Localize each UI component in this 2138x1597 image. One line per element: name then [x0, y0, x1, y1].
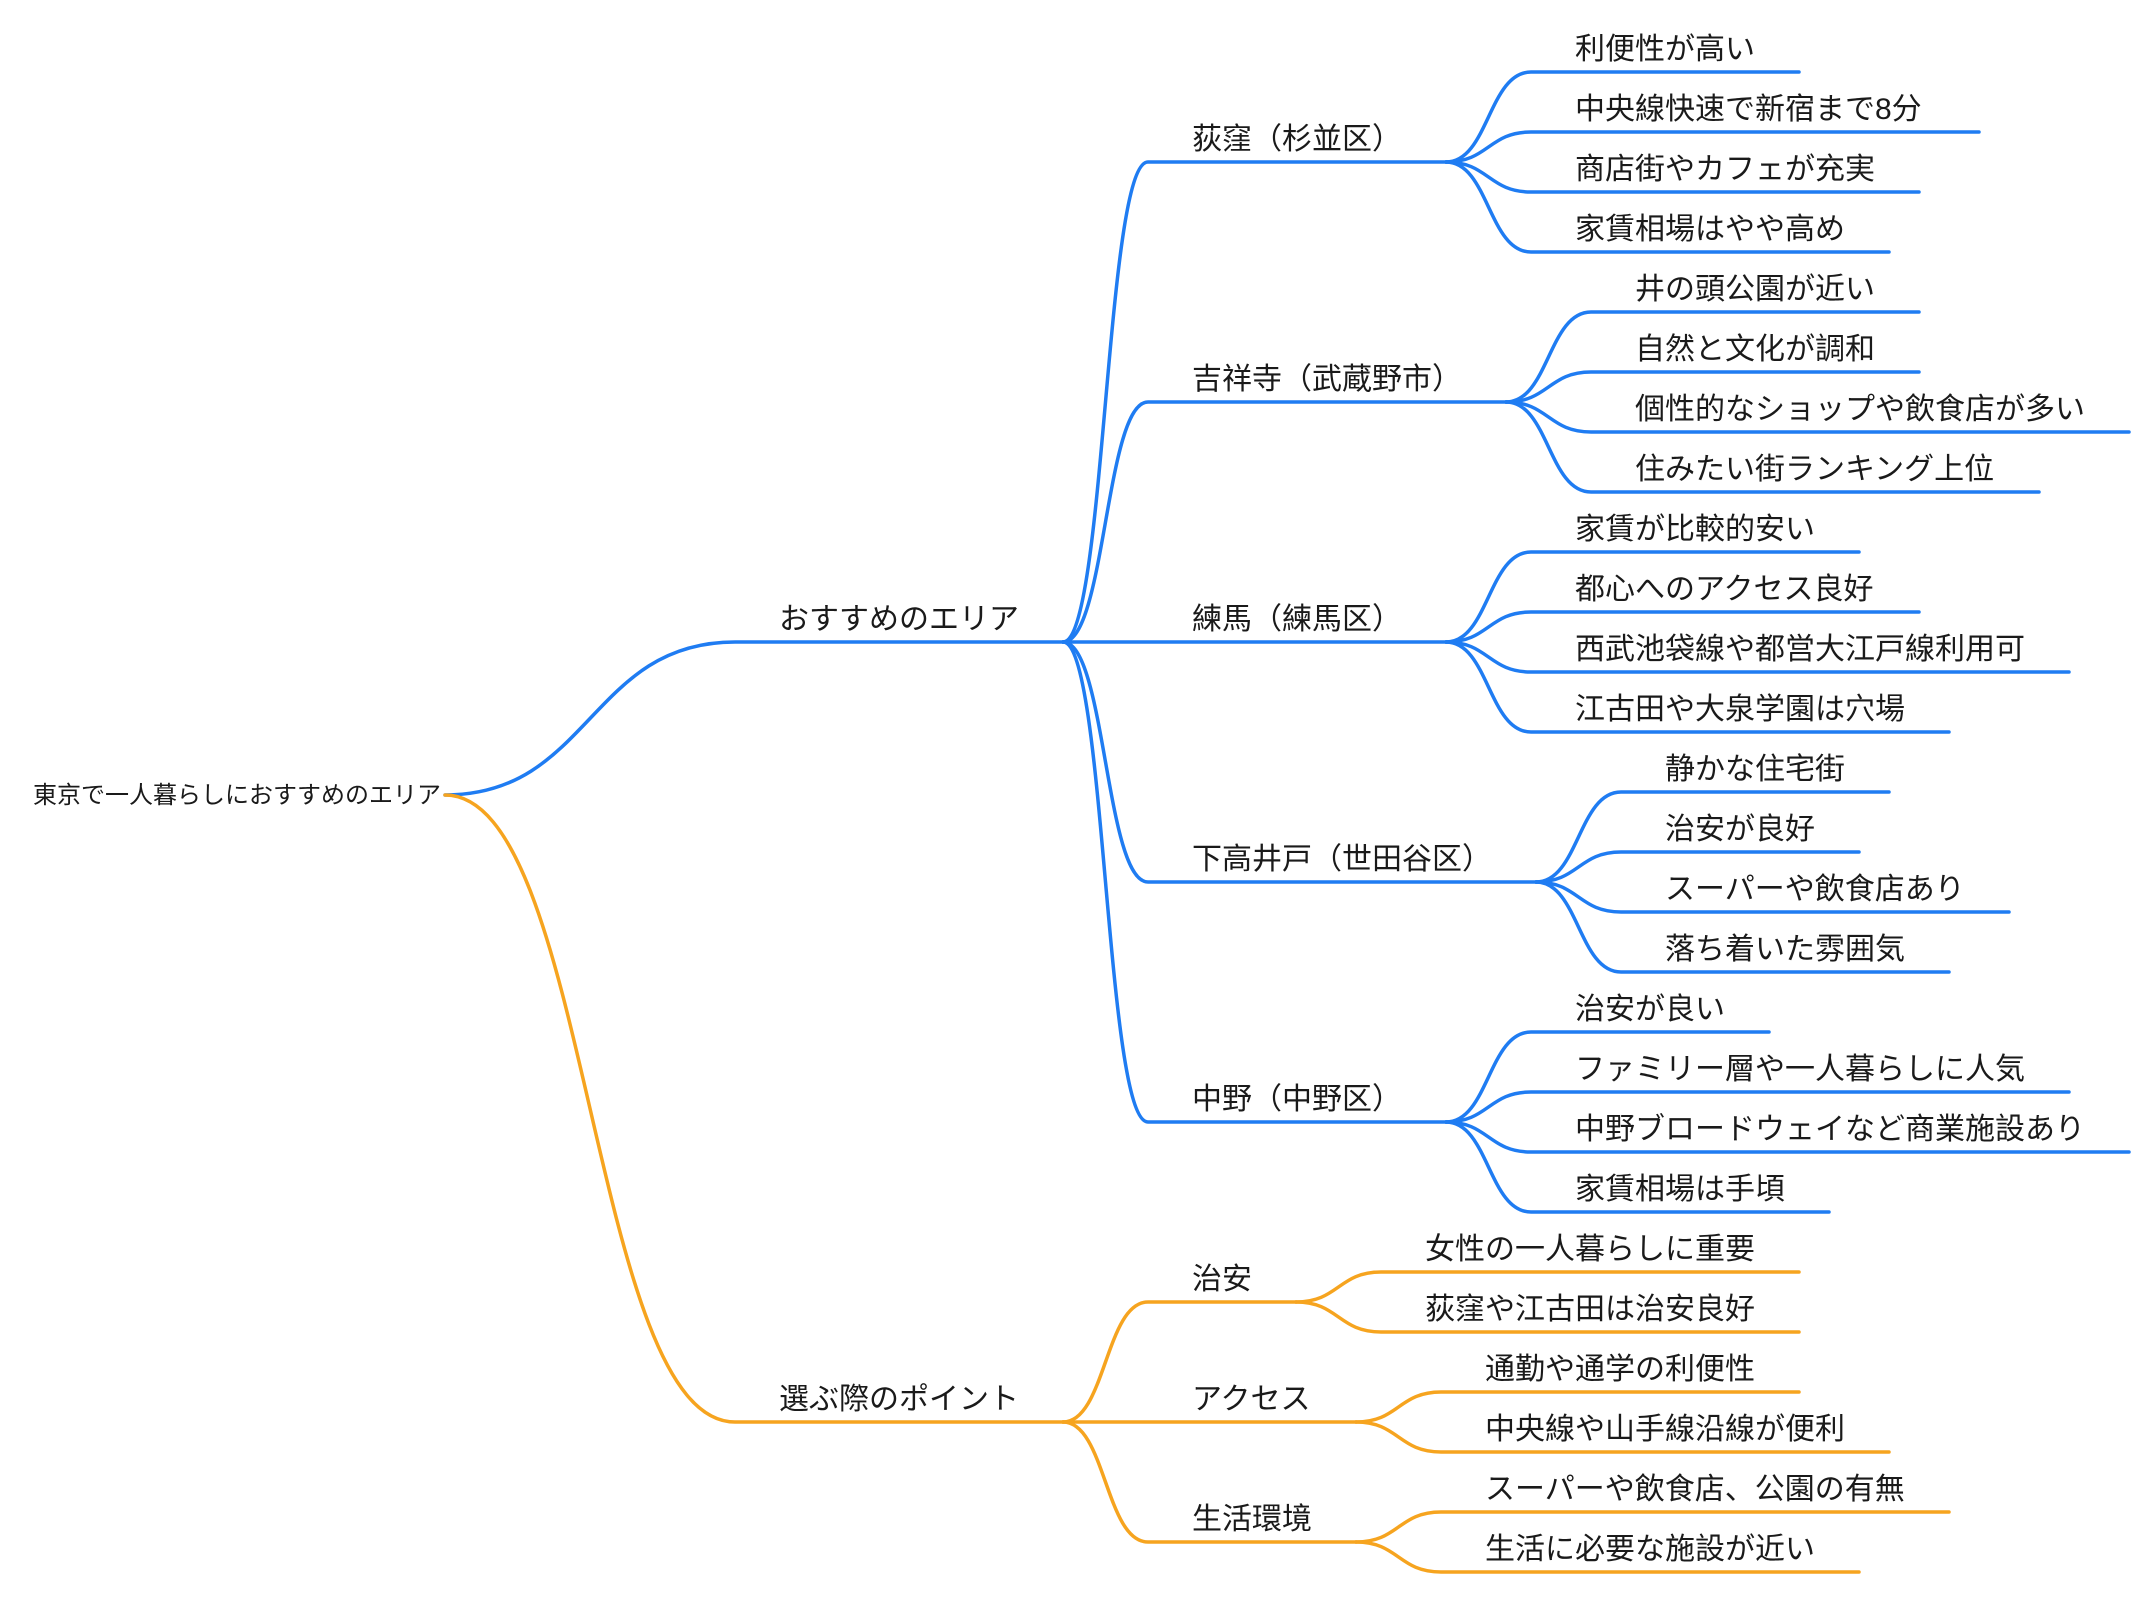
- mindmap-node-label[interactable]: 下高井戸（世田谷区）: [1192, 843, 1492, 876]
- mindmap-link: [1444, 1120, 1831, 1214]
- mindmap-link: [1061, 1420, 1358, 1544]
- mindmap-link: [1061, 160, 1448, 644]
- mindmap-node-label[interactable]: 治安が良好: [1665, 813, 1815, 846]
- mindmap-node-label[interactable]: ファミリー層や一人暮らしに人気: [1575, 1053, 2025, 1086]
- mindmap-node-label[interactable]: 都心へのアクセス良好: [1575, 573, 1874, 606]
- mindmap-node-label[interactable]: 生活環境: [1192, 1503, 1312, 1536]
- mindmap-link: [1534, 850, 1861, 884]
- mindmap-link: [1061, 1300, 1298, 1424]
- mindmap-link: [1504, 370, 1921, 404]
- mindmap-link: [1444, 70, 1801, 164]
- mindmap-link: [1444, 1090, 2071, 1124]
- mindmap-node-label[interactable]: 荻窪や江古田は治安良好: [1425, 1293, 1755, 1326]
- mindmap-node-label[interactable]: 江古田や大泉学園は穴場: [1575, 693, 1905, 726]
- mindmap-link: [1504, 310, 1921, 404]
- mindmap-link: [1444, 1030, 1771, 1124]
- mindmap-node-label[interactable]: 家賃相場はやや高め: [1575, 213, 1845, 246]
- mindmap-node-label[interactable]: 中野ブロードウェイなど商業施設あり: [1575, 1113, 2085, 1146]
- mindmap-link: [443, 793, 1065, 1424]
- mindmap-link: [1534, 880, 1951, 974]
- mindmap-link: [1061, 400, 1508, 644]
- mindmap-link: [1444, 640, 1951, 734]
- mindmap-link: [1444, 1120, 2131, 1154]
- mindmap-node-label[interactable]: 選ぶ際のポイント: [779, 1383, 1019, 1416]
- mindmap-link: [1504, 400, 2041, 494]
- mindmap-root-label[interactable]: 東京で一人暮らしにおすすめのエリア: [33, 782, 441, 809]
- mindmap-node-label[interactable]: 練馬（練馬区）: [1192, 603, 1402, 636]
- mindmap-node-label[interactable]: 商店街やカフェが充実: [1575, 153, 1875, 186]
- mindmap-node-label[interactable]: 自然と文化が調和: [1635, 333, 1875, 366]
- mindmap-link: [1534, 880, 2011, 914]
- mindmap-node-label[interactable]: 家賃が比較的安い: [1575, 513, 1815, 546]
- mindmap-link: [1444, 160, 1891, 254]
- mindmap-node-label[interactable]: スーパーや飲食店あり: [1665, 873, 1965, 906]
- mindmap-node-label[interactable]: 吉祥寺（武蔵野市）: [1192, 363, 1462, 396]
- mindmap-node-label[interactable]: 静かな住宅街: [1665, 753, 1845, 786]
- mindmap-link: [1354, 1390, 1801, 1424]
- mindmap-link: [1534, 790, 1891, 884]
- mindmap-node-label[interactable]: おすすめのエリア: [779, 603, 1019, 636]
- mindmap-link: [1061, 640, 1538, 884]
- mindmap-link: [1444, 610, 1921, 644]
- mindmap-node-label[interactable]: 中央線快速で新宿まで8分: [1575, 93, 1922, 126]
- mindmap-node-label[interactable]: 西武池袋線や都営大江戸線利用可: [1575, 633, 2025, 666]
- mindmap-link: [1504, 400, 2131, 434]
- mindmap-node-label[interactable]: 治安: [1192, 1263, 1252, 1296]
- mindmap-link: [1354, 1420, 1891, 1454]
- mindmap-link: [443, 640, 1065, 797]
- mindmap-node-label[interactable]: 女性の一人暮らしに重要: [1425, 1233, 1755, 1266]
- mindmap-node-label[interactable]: 利便性が高い: [1575, 33, 1755, 66]
- mindmap-node-label[interactable]: 治安が良い: [1575, 993, 1725, 1026]
- mindmap-link: [1444, 550, 1861, 644]
- mindmap-link: [1444, 130, 1981, 164]
- mindmap-node-label[interactable]: 通勤や通学の利便性: [1485, 1353, 1755, 1386]
- mindmap-node-label[interactable]: 中央線や山手線沿線が便利: [1485, 1413, 1845, 1446]
- mindmap-link: [1294, 1270, 1801, 1304]
- mindmap-node-label[interactable]: アクセス: [1192, 1383, 1311, 1416]
- mindmap-link: [1354, 1540, 1861, 1574]
- mindmap-link: [1294, 1300, 1801, 1334]
- mindmap-node-label[interactable]: 落ち着いた雰囲気: [1665, 933, 1905, 966]
- mindmap-node-label[interactable]: スーパーや飲食店、公園の有無: [1485, 1473, 1905, 1506]
- mindmap-node-label[interactable]: 井の頭公園が近い: [1635, 273, 1875, 306]
- mindmap-node-label[interactable]: 住みたい街ランキング上位: [1635, 453, 1994, 486]
- mindmap-link: [1354, 1510, 1951, 1544]
- mindmap-link: [1061, 640, 1448, 1124]
- mindmap-link: [1444, 640, 2071, 674]
- mindmap-node-label[interactable]: 個性的なショップや飲食店が多い: [1635, 393, 2085, 426]
- mindmap-node-label[interactable]: 家賃相場は手頃: [1575, 1173, 1785, 1206]
- mindmap-link: [1444, 160, 1921, 194]
- mindmap-node-label[interactable]: 中野（中野区）: [1192, 1083, 1402, 1116]
- mindmap-node-label[interactable]: 荻窪（杉並区）: [1192, 123, 1402, 156]
- mindmap-node-label[interactable]: 生活に必要な施設が近い: [1485, 1533, 1815, 1566]
